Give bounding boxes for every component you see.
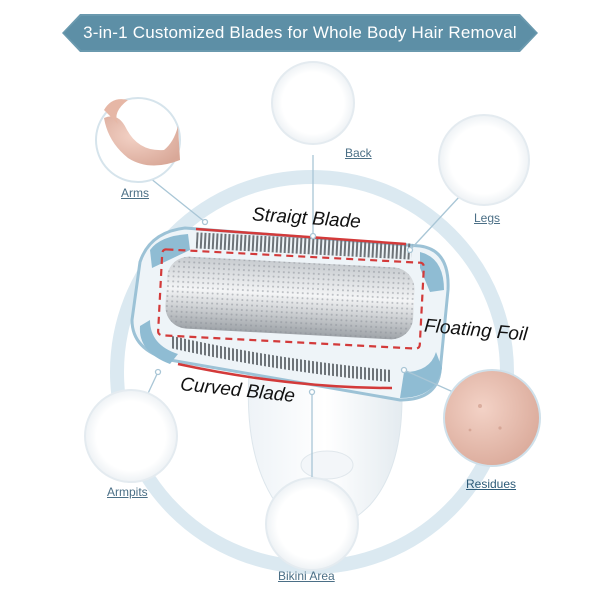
back-label: Back bbox=[345, 146, 372, 160]
title-banner bbox=[62, 14, 538, 52]
residues-bubble bbox=[443, 369, 541, 467]
legs-label: Legs bbox=[474, 211, 501, 225]
bikini-area-label: Bikini Area bbox=[278, 569, 335, 583]
armpits-label: Armpits bbox=[107, 485, 148, 499]
floating-foil-marker bbox=[157, 248, 425, 350]
arms-bubble bbox=[95, 97, 181, 183]
page-title: 3-in-1 Customized Blades for Whole Body … bbox=[83, 23, 517, 42]
straight-blade bbox=[195, 232, 413, 260]
armpits-bubble bbox=[84, 389, 178, 483]
residues-label: Residues bbox=[466, 477, 517, 491]
back-bubble bbox=[271, 61, 355, 145]
bikini-bubble bbox=[265, 477, 359, 571]
curved-blade-marker bbox=[177, 362, 393, 390]
straight-blade-marker bbox=[195, 227, 407, 246]
curved-blade bbox=[170, 336, 392, 382]
legs-bubble bbox=[438, 114, 530, 206]
arms-label: Arms bbox=[121, 186, 149, 200]
